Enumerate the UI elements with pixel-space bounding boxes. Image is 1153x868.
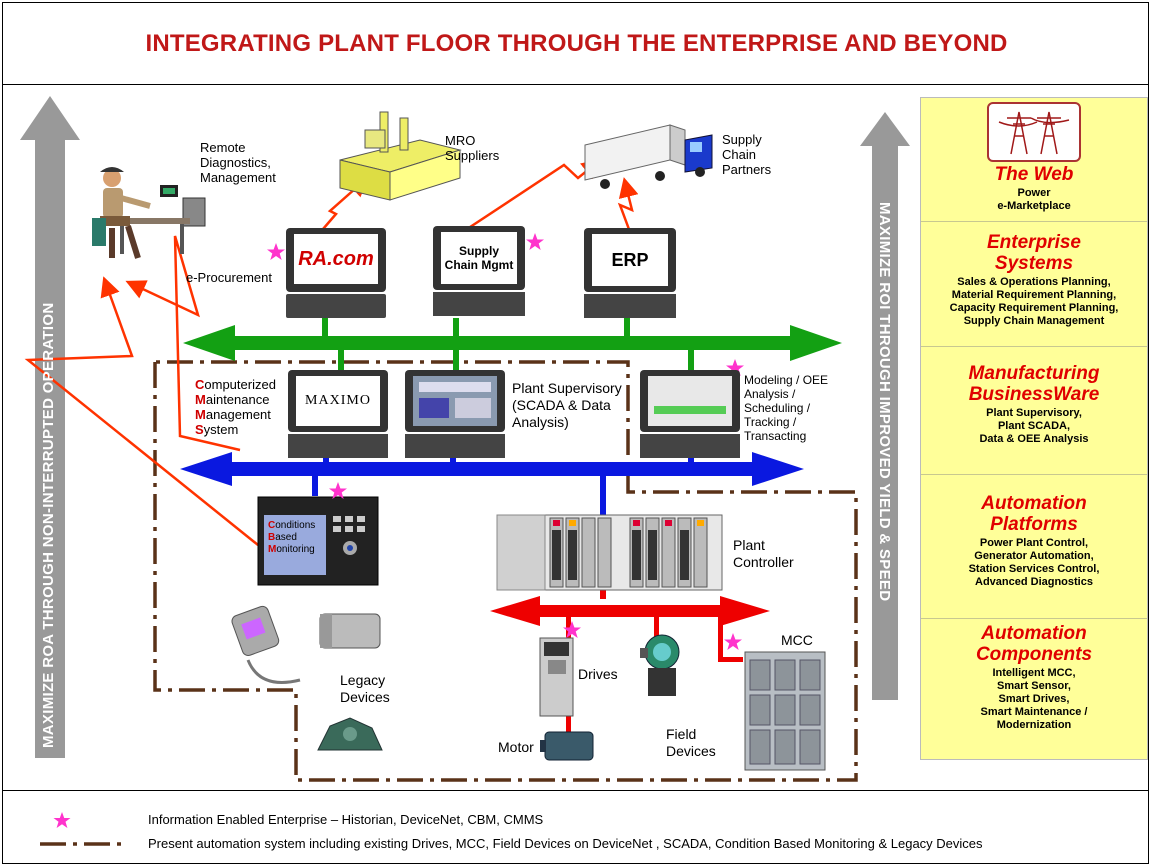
- panel-section-platforms: Automation Platforms Power Plant Control…: [921, 475, 1147, 619]
- panel-section-enterprise: Enterprise Systems Sales & Operations Pl…: [921, 222, 1147, 347]
- panel-section-components: Automation Components Intelligent MCC,Sm…: [921, 619, 1147, 761]
- panel-heading-platforms: Automation Platforms: [981, 493, 1087, 535]
- supply-chain-partners-label: Supply Chain Partners: [722, 132, 772, 177]
- star-drives: [563, 621, 581, 638]
- page-title: INTEGRATING PLANT FLOOR THROUGH THE ENTE…: [145, 30, 1008, 57]
- plant-blue-bus: [180, 452, 804, 516]
- star-modeling: [726, 359, 744, 376]
- drives-label: Drives: [578, 666, 618, 682]
- cmms-label: Computerized Maintenance Management Syst…: [195, 377, 287, 437]
- motor-label: Motor: [498, 739, 534, 755]
- cbm-line-3: Monitoring: [268, 544, 315, 555]
- maximo-screen: MAXIMO: [296, 376, 380, 426]
- modeling-label: Modeling / OEE Analysis / Scheduling / T…: [744, 373, 829, 443]
- mcc-label: MCC: [781, 632, 813, 648]
- supply-truck-illustration: [584, 124, 713, 189]
- star-cbm: [329, 482, 347, 499]
- ra-com-screen: RA.com: [294, 234, 378, 284]
- modeling-workstation: [640, 370, 740, 460]
- legend-star-text: Information Enabled Enterprise – Histori…: [148, 812, 544, 827]
- star-mcc: [724, 633, 742, 650]
- plant-supervisory-label: Plant Supervisory (SCADA & Data Analysis…: [512, 380, 622, 430]
- right-roi-arrow: [860, 112, 910, 700]
- enterprise-green-bus: [183, 318, 842, 374]
- field-device: [640, 634, 680, 696]
- panel-heading-manufacturing: Manufacturing BusinessWare: [968, 363, 1100, 405]
- right-arrow-text: MAXIMIZE ROI THROUGH IMPROVED YIELD & SP…: [876, 202, 893, 602]
- panel-heading-web: The Web: [994, 164, 1074, 185]
- panel-heading-enterprise: Enterprise Systems: [987, 232, 1081, 274]
- star-ra: [267, 243, 285, 260]
- scm-screen: Supply Chain Mgmt: [441, 232, 517, 284]
- panel-body-enterprise: Sales & Operations Planning,Material Req…: [949, 276, 1119, 327]
- legacy-devices-illustration: [231, 605, 383, 751]
- present-system-boundary: [153, 360, 858, 782]
- drive-unit: [539, 637, 574, 717]
- remote-workstation-illustration: [92, 167, 206, 259]
- motor-unit: [540, 731, 594, 761]
- star-scm: [526, 233, 544, 250]
- erp-screen: ERP: [592, 234, 668, 286]
- plant-controller-rack: [496, 514, 723, 591]
- panel-body-components: Intelligent MCC,Smart Sensor,Smart Drive…: [980, 667, 1088, 731]
- maximo-workstation: MAXIMO: [288, 370, 388, 460]
- legend-divider: [3, 790, 1148, 791]
- cmms-line-4: System: [195, 422, 239, 437]
- panel-body-manufacturing: Plant Supervisory,Plant SCADA,Data & OEE…: [979, 407, 1089, 445]
- legend-star: [53, 812, 71, 828]
- field-devices-label: Field Devices: [666, 726, 716, 759]
- cbm-label: Conditions Based Monitoring: [268, 520, 326, 556]
- modeling-screen: [648, 376, 732, 426]
- cmms-line-3: Management: [195, 407, 271, 422]
- legacy-devices-label: Legacy Devices: [340, 672, 390, 705]
- cbm-line-1: Conditions: [268, 520, 316, 531]
- scada-workstation: [405, 370, 505, 460]
- scada-screen: [413, 376, 497, 426]
- e-procurement-label: e-Procurement: [186, 270, 272, 285]
- plant-controller-label: Plant Controller: [733, 537, 794, 570]
- mro-factory-illustration: [339, 111, 462, 201]
- panel-body-platforms: Power Plant Control,Generator Automation…: [968, 537, 1100, 588]
- cmms-line-2: Maintenance: [195, 392, 270, 407]
- mro-suppliers-label: MRO Suppliers: [445, 133, 500, 163]
- device-red-bus: [490, 585, 770, 738]
- remote-diagnostics-label: Remote Diagnostics, Management: [200, 140, 276, 185]
- left-roa-arrow: [20, 96, 80, 758]
- title-divider: [3, 84, 1148, 85]
- cbm-terminal: [257, 496, 379, 586]
- panel-heading-components: Automation Components: [975, 623, 1093, 665]
- legend-dash-text: Present automation system including exis…: [148, 836, 983, 851]
- cbm-line-2: Based: [268, 532, 297, 543]
- cmms-line-1: Computerized: [195, 377, 276, 392]
- ra-com-workstation: RA.com: [286, 228, 386, 320]
- erp-workstation: ERP: [584, 228, 676, 320]
- power-tower-icon: [987, 102, 1081, 162]
- scm-workstation: Supply Chain Mgmt: [433, 226, 525, 318]
- left-arrow-text: MAXIMIZE ROA THROUGH NON-INTERRUPTED OPE…: [40, 302, 57, 748]
- mcc-cabinet: [744, 651, 826, 771]
- panel-section-manufacturing: Manufacturing BusinessWare Plant Supervi…: [921, 347, 1147, 475]
